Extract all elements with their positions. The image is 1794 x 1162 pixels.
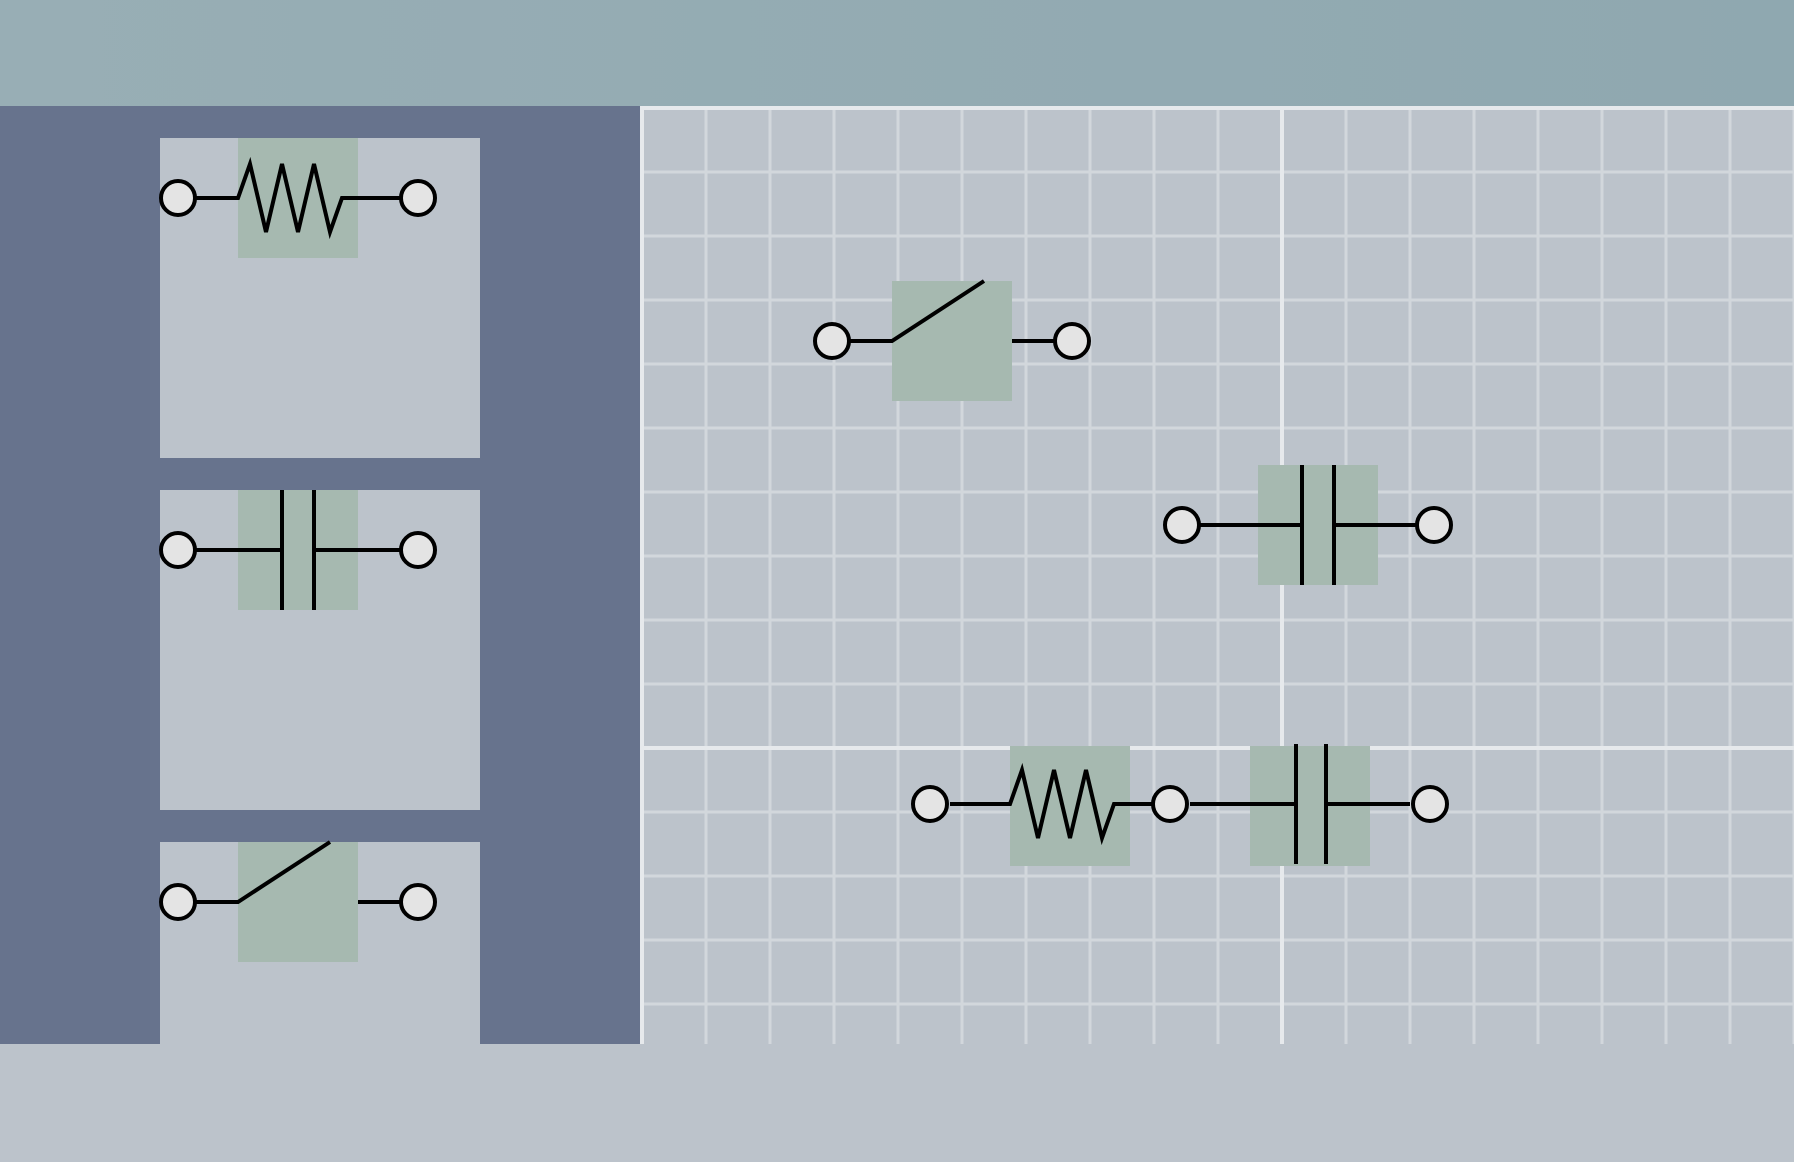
palette-item-switch[interactable] xyxy=(159,840,480,1162)
palette-item-capacitor[interactable] xyxy=(159,490,480,810)
canvas-capacitor[interactable] xyxy=(1163,465,1453,585)
capacitor-icon xyxy=(159,490,437,610)
capacitor-icon xyxy=(1190,744,1449,866)
terminal-right[interactable] xyxy=(399,179,437,217)
terminal-left[interactable] xyxy=(1163,506,1201,544)
palette-item-resistor[interactable] xyxy=(159,138,480,458)
canvas-capacitor-series[interactable] xyxy=(1190,744,1449,866)
switch-icon xyxy=(159,840,437,962)
terminal-junction[interactable] xyxy=(1151,785,1189,823)
terminal-right[interactable] xyxy=(1411,785,1449,823)
canvas-switch[interactable] xyxy=(640,106,1794,1044)
circuit-canvas[interactable] xyxy=(640,106,1794,1044)
terminal-left[interactable] xyxy=(813,322,851,360)
terminal-right[interactable] xyxy=(1053,322,1091,360)
terminal-right[interactable] xyxy=(399,883,437,921)
terminal-right[interactable] xyxy=(399,531,437,569)
terminal-left[interactable] xyxy=(159,179,197,217)
terminal-right[interactable] xyxy=(1415,506,1453,544)
resistor-icon xyxy=(159,138,437,258)
terminal-left[interactable] xyxy=(911,785,949,823)
capacitor-icon xyxy=(1163,465,1453,585)
terminal-left[interactable] xyxy=(159,531,197,569)
component-palette xyxy=(0,106,640,1162)
top-toolbar xyxy=(0,0,1794,106)
canvas-grid xyxy=(640,106,1794,1044)
resistor-icon xyxy=(911,746,1189,866)
canvas-resistor[interactable] xyxy=(911,746,1189,866)
switch-icon xyxy=(813,279,1091,401)
terminal-left[interactable] xyxy=(159,883,197,921)
